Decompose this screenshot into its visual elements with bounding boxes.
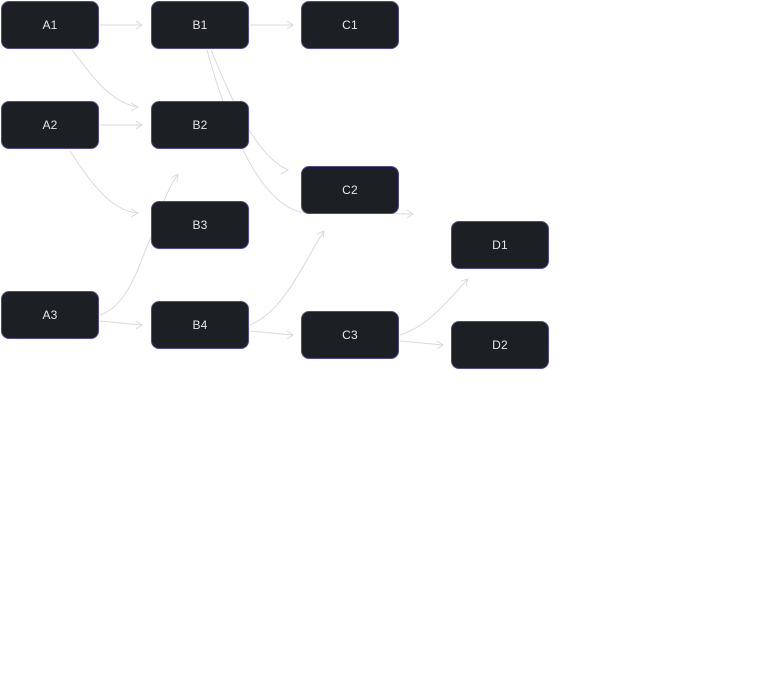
node-d2[interactable]: D2 <box>451 321 549 369</box>
node-a3[interactable]: A3 <box>1 291 99 339</box>
node-a2-label: A2 <box>42 118 58 132</box>
node-a1-label: A1 <box>42 18 58 32</box>
node-b1[interactable]: B1 <box>151 1 249 49</box>
node-c2[interactable]: C2 <box>301 166 399 214</box>
node-a3-label: A3 <box>42 308 58 322</box>
node-c3[interactable]: C3 <box>301 311 399 359</box>
arrowhead-a3-b4 <box>135 320 143 330</box>
arrowhead-c3-d2 <box>436 340 444 350</box>
arrowhead-c3-d1 <box>460 278 469 287</box>
node-b3[interactable]: B3 <box>151 201 249 249</box>
node-c3-label: C3 <box>342 328 358 342</box>
arrowhead-b1-c2-lower <box>406 209 414 219</box>
node-d1[interactable]: D1 <box>451 221 549 269</box>
arrowhead-a3-b2 <box>170 173 179 183</box>
node-b1-label: B1 <box>192 18 208 32</box>
arrowhead-b4-c3 <box>286 330 294 340</box>
arrowhead-b1-c1 <box>286 20 294 30</box>
edge-a2-b3 <box>69 150 139 214</box>
node-c1[interactable]: C1 <box>301 1 399 49</box>
node-d2-label: D2 <box>492 338 508 352</box>
node-b3-label: B3 <box>192 218 208 232</box>
arrowhead-a1-b2 <box>130 102 140 112</box>
arrowhead-a2-b2 <box>135 120 143 130</box>
arrowhead-b1-c2-upper <box>280 165 290 175</box>
edge-b4-c3 <box>249 330 294 336</box>
node-a2[interactable]: A2 <box>1 101 99 149</box>
edge-a1-b2 <box>71 49 139 108</box>
node-b4-label: B4 <box>192 318 208 332</box>
node-c1-label: C1 <box>342 18 358 32</box>
node-d1-label: D1 <box>492 238 508 252</box>
arrowhead-a1-b1 <box>135 20 143 30</box>
node-b2-label: B2 <box>192 118 208 132</box>
edge-c3-d2 <box>399 340 444 346</box>
arrowhead-a2-b3 <box>130 208 140 218</box>
node-b2[interactable]: B2 <box>151 101 249 149</box>
arrowhead-b4-c2 <box>316 230 325 239</box>
node-a1[interactable]: A1 <box>1 1 99 49</box>
edge-a3-b4 <box>99 320 143 326</box>
node-b4[interactable]: B4 <box>151 301 249 349</box>
node-c2-label: C2 <box>342 183 358 197</box>
